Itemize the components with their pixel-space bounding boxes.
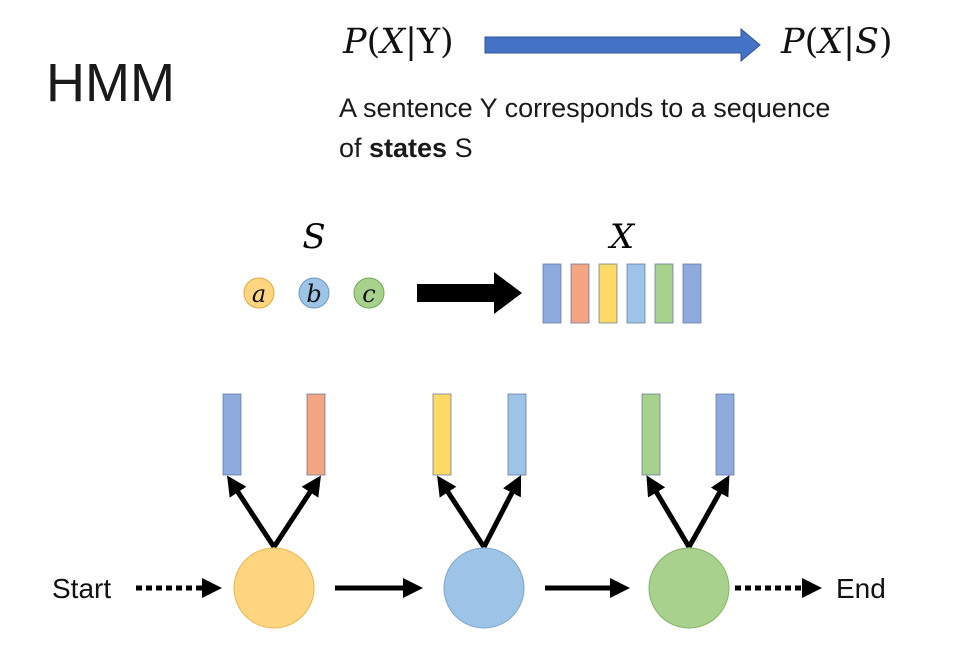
emission-bar	[222, 393, 242, 476]
mapping-arrow	[417, 272, 522, 314]
formula-left-x: X	[380, 22, 406, 62]
end-label: End	[836, 573, 886, 604]
formula-left: P(X|Y)	[343, 22, 454, 62]
emission-bar	[432, 393, 452, 476]
caption-prefix: of	[339, 133, 370, 163]
state-b-label: b	[306, 280, 321, 308]
formula-right-p: P	[781, 22, 805, 62]
observation-bar	[598, 263, 618, 324]
formula-right-s: S	[854, 22, 879, 62]
emission-arrow	[481, 475, 522, 549]
state-a-label: a	[252, 280, 266, 308]
formula-left-y: Y	[416, 22, 441, 62]
state-b-circle	[298, 277, 330, 309]
state-c-circle	[353, 277, 385, 309]
formula-right-open: (	[804, 22, 819, 62]
emission-arrow	[646, 475, 692, 549]
observation-bar	[682, 263, 702, 324]
formula-right-x: X	[818, 22, 844, 62]
emission-arrow	[437, 475, 487, 549]
emission-bar	[641, 393, 661, 476]
state-c-label: c	[362, 280, 375, 308]
formula-right-close: )	[878, 22, 893, 62]
formula-right-bar: |	[843, 22, 855, 62]
emission-arrow	[686, 475, 730, 549]
caption-line1: A sentence Y corresponds to a sequence	[339, 93, 831, 123]
state-a-circle	[243, 277, 275, 309]
formula-left-open: (	[366, 22, 381, 62]
observation-bar	[626, 263, 646, 324]
emission-arrow	[227, 475, 277, 549]
formula-left-close: )	[440, 22, 454, 62]
x-label: X	[607, 217, 636, 257]
emission-bar	[306, 393, 326, 476]
observation-bar	[654, 263, 674, 324]
observation-bars	[542, 263, 702, 324]
state-chain	[136, 393, 822, 629]
formula-arrow	[484, 27, 761, 63]
state-circles: a b c	[243, 277, 385, 309]
formula-right: P(X|S)	[781, 22, 893, 62]
state-node	[443, 547, 525, 629]
emission-bar	[715, 393, 735, 476]
observation-bar	[570, 263, 590, 324]
caption-bold: states	[369, 133, 448, 163]
state-node	[233, 547, 315, 629]
slide-title: HMM	[46, 53, 175, 113]
s-label: S	[302, 217, 325, 257]
emission-bar	[507, 393, 527, 476]
state-node	[648, 547, 730, 629]
caption-suffix: S	[447, 133, 473, 163]
start-label: Start	[52, 573, 112, 604]
observation-bar	[542, 263, 562, 324]
formula-left-p: P	[343, 22, 367, 62]
formula-left-bar: |	[405, 22, 417, 62]
emission-arrow	[271, 475, 321, 549]
caption: A sentence Y corresponds to a sequence o…	[339, 88, 929, 168]
